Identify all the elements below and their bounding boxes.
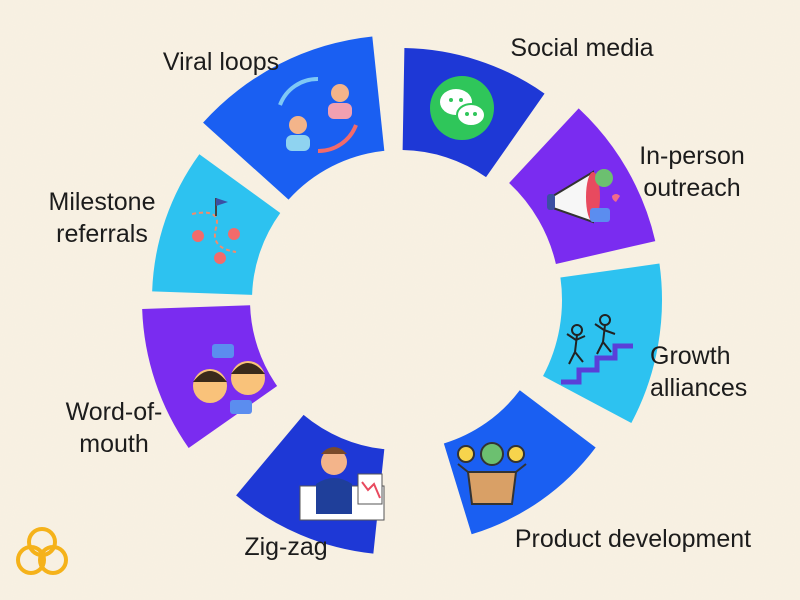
segment-milestone-referrals: [152, 154, 281, 295]
climbing-people-icon: [561, 314, 633, 385]
label-in-person-outreach: In-person outreach: [639, 142, 745, 202]
chat-bubbles-icon: [430, 76, 494, 140]
label-social-media: Social media: [510, 34, 654, 62]
label-word-of-mouth: Word-of- mouth: [65, 398, 163, 458]
people-cycle-icon: [278, 76, 358, 154]
label-viral-loops: Viral loops: [162, 48, 280, 76]
label-product-development: Product development: [514, 525, 752, 553]
megaphone-icon: [547, 169, 620, 224]
talking-faces-icon: [193, 344, 265, 414]
product-box-icon: [457, 442, 527, 505]
label-zig-zag: Zig-zag: [244, 533, 328, 561]
label-growth-alliances: Growth alliances: [650, 342, 748, 402]
map-route-icon: [191, 198, 240, 264]
label-milestone-referrals: Milestone referrals: [48, 188, 156, 248]
shocked-businessman-icon: [299, 447, 385, 521]
brand-knot-icon: [16, 527, 68, 575]
